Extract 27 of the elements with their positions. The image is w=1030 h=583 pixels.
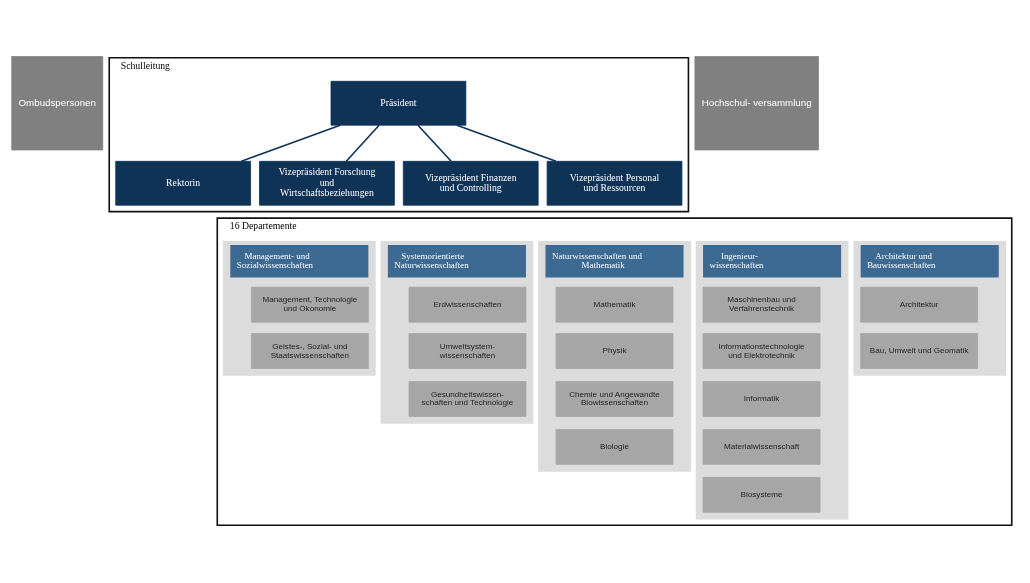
node-box: Präsident	[330, 80, 467, 126]
node-box: Chemie und Angewandte Biowissenschaften	[555, 381, 674, 417]
node-box: Informatik	[702, 381, 821, 417]
node-box: Vizepräsident Forschung und Wirtschaftsbeziehungen	[259, 160, 395, 206]
node-box: Physik	[555, 333, 674, 369]
node-box: Materialwissenschaft	[702, 429, 821, 465]
connector	[456, 124, 557, 162]
node-box: Informationstechnologie und Elektrotechnik	[702, 333, 821, 369]
node-box: Umweltsystem- wissenschaften	[408, 333, 527, 369]
node-box: Architektur	[860, 286, 979, 323]
node-box: Maschinenbau und Verfahrenstechnik	[702, 286, 821, 323]
node-box: Management, Technologie und Ökonomie	[251, 286, 369, 323]
connector	[240, 124, 341, 162]
node-box: Biologie	[555, 429, 674, 465]
node-box: Hochschul- versammlung	[694, 56, 819, 151]
node-box: Rektorin	[115, 160, 251, 206]
connector	[345, 124, 380, 162]
connector	[417, 124, 452, 162]
node-box: Erdwissenschaften	[408, 286, 527, 323]
node-box: Geistes-, Sozial- und Staatswissenschaften	[251, 333, 369, 369]
node-box: Vizepräsident Finanzen und Controlling	[402, 160, 539, 206]
node-box: Gesundheitswissen- schaften und Technologie	[408, 381, 527, 417]
node-box: Vizepräsident Personal und Ressourcen	[546, 160, 683, 206]
node-box: Mathematik	[555, 286, 674, 323]
node-box: Ombudspersonen	[11, 56, 104, 151]
node-box: Biosysteme	[702, 476, 821, 513]
node-box: Bau, Umwelt und Geomatik	[860, 333, 979, 369]
